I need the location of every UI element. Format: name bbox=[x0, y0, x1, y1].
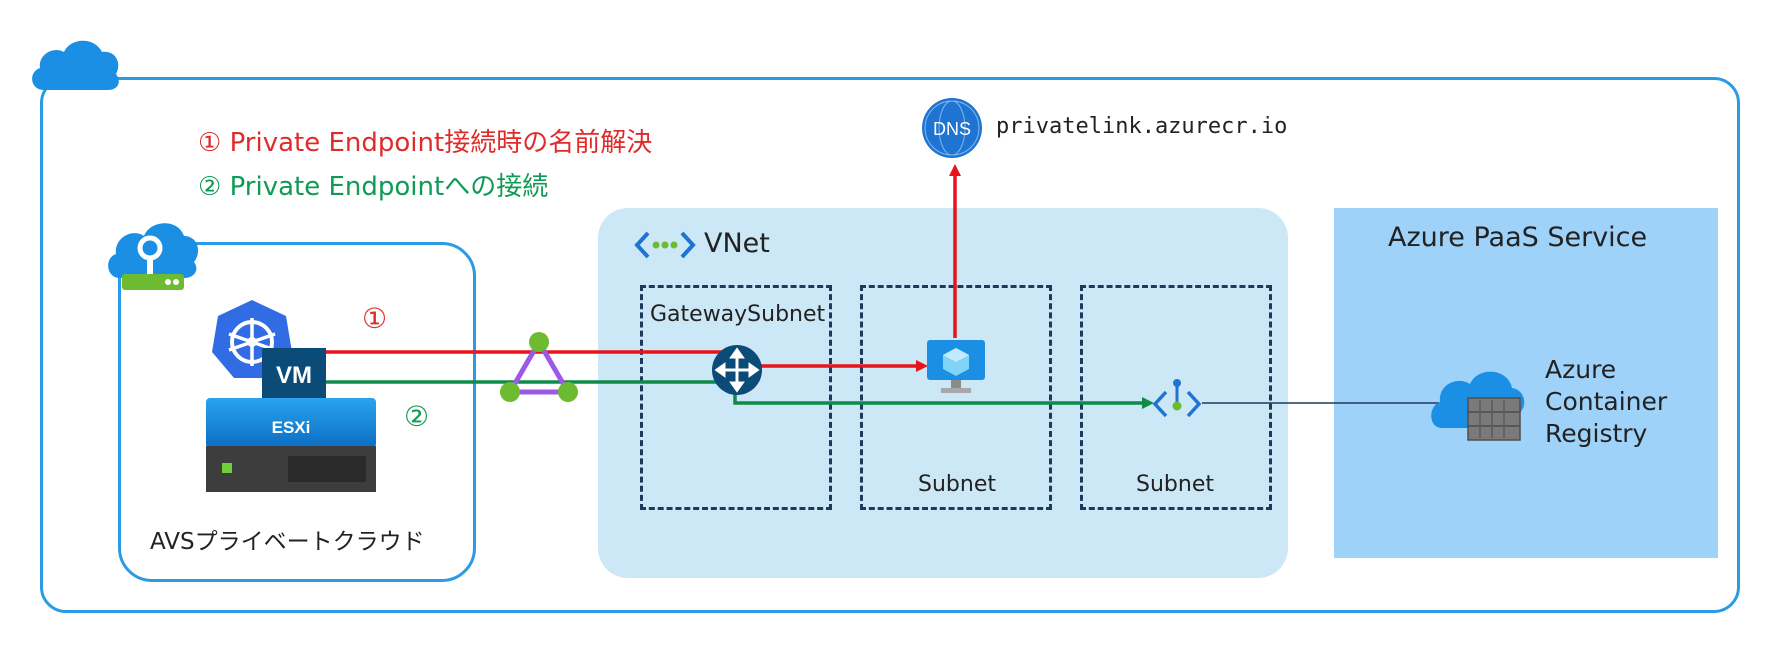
container-registry-icon bbox=[1431, 371, 1525, 441]
subnet-dns-label: Subnet bbox=[918, 472, 996, 497]
vm-block: VM bbox=[262, 348, 326, 404]
paas-service-box bbox=[1334, 208, 1718, 558]
server-status-led bbox=[222, 463, 232, 473]
vnet-gateway-icon bbox=[712, 345, 762, 395]
legend-endpoint-connection: ② Private Endpointへの接続 bbox=[198, 172, 549, 202]
gateway-subnet-box bbox=[640, 285, 832, 510]
vnet-title: VNet bbox=[704, 228, 770, 259]
paas-title: Azure PaaS Service bbox=[1388, 222, 1648, 253]
avs-caption: AVSプライベートクラウド bbox=[150, 529, 425, 555]
expressroute-icon bbox=[500, 332, 578, 402]
azure-cloud-frame bbox=[40, 77, 1740, 613]
dns-badge-text: DNS bbox=[933, 119, 971, 139]
marker-two: ② bbox=[404, 400, 430, 433]
gateway-subnet-label: GatewaySubnet bbox=[650, 302, 826, 327]
server-drive-bay bbox=[288, 456, 366, 482]
cloud-icon bbox=[32, 40, 119, 90]
acr-label-line3: Registry bbox=[1545, 419, 1648, 448]
legend-dns-resolution: ① Private Endpoint接続時の名前解決 bbox=[198, 128, 653, 158]
acr-label-line2: Container bbox=[1545, 387, 1668, 416]
esxi-host: ESXi bbox=[206, 398, 376, 448]
private-endpoint-icon bbox=[1152, 379, 1202, 418]
dns-zone-name: privatelink.azurecr.io bbox=[996, 114, 1288, 139]
acr-label: Azure Container Registry bbox=[1545, 354, 1667, 450]
subnet-endpoint-box bbox=[1080, 285, 1272, 510]
esxi-label: ESXi bbox=[271, 418, 311, 437]
vm-label: VM bbox=[276, 362, 312, 389]
vnet-icon bbox=[634, 231, 696, 259]
avs-cloud-icon bbox=[108, 223, 199, 290]
server-chassis bbox=[206, 446, 376, 492]
subnet-endpoint-label: Subnet bbox=[1136, 472, 1214, 497]
acr-label-line1: Azure bbox=[1545, 355, 1617, 384]
dns-icon: DNS bbox=[922, 98, 982, 158]
marker-one: ① bbox=[362, 302, 388, 335]
dns-resolver-vm-icon bbox=[927, 340, 985, 393]
